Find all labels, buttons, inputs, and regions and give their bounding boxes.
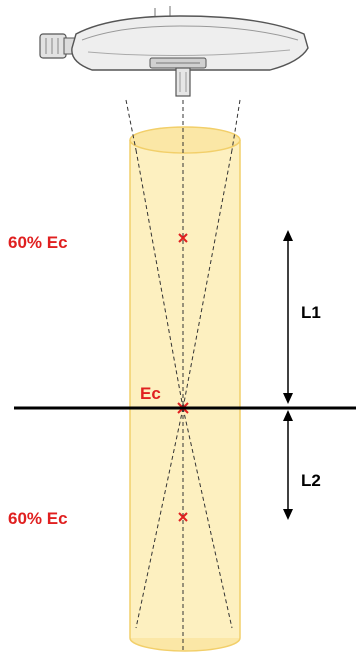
lower-illuminance-label: 60% Ec [8, 509, 68, 528]
distance-label-l2: L2 [301, 471, 321, 490]
beam-bottom-ellipse [129, 637, 241, 652]
upper-illuminance-label: 60% Ec [8, 233, 68, 252]
marker-lower [178, 512, 188, 522]
lamp-stem [175, 67, 191, 97]
lamp-handle [39, 33, 67, 59]
lamp-dome [71, 15, 309, 71]
distance-arrow-l1 [283, 230, 293, 404]
lamp-head [39, 6, 309, 97]
center-illuminance-label: Ec [140, 384, 161, 403]
distance-arrow-l2 [283, 410, 293, 520]
marker-upper [178, 233, 188, 243]
light-beam [129, 126, 241, 652]
beam-dashed-lines [125, 99, 241, 650]
beam-top-ellipse [129, 126, 241, 154]
distance-label-l1: L1 [301, 303, 321, 322]
